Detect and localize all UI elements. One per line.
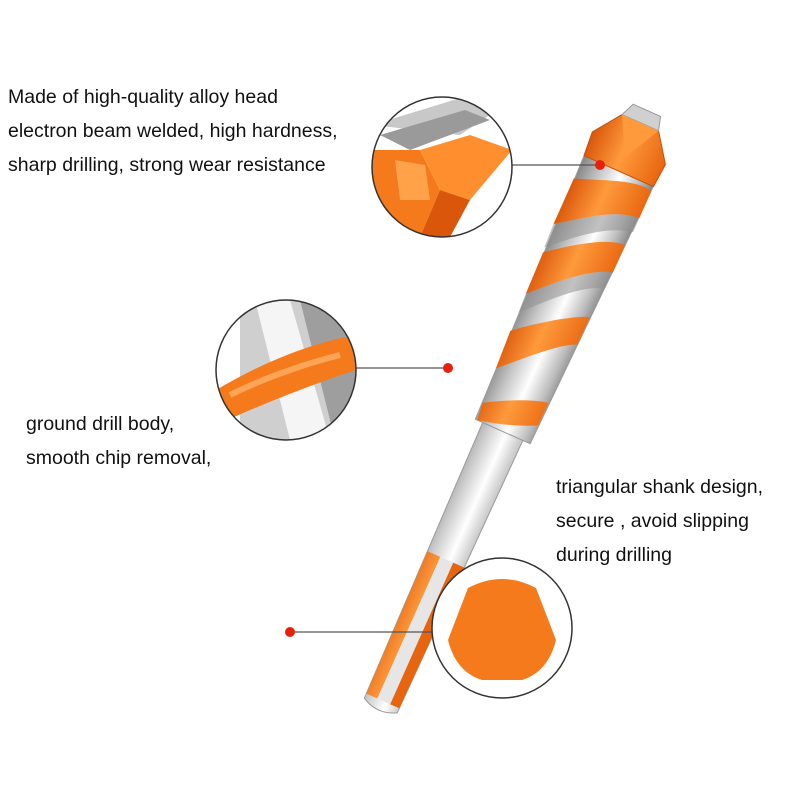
marker-shank xyxy=(285,627,295,637)
flute-shadow xyxy=(544,214,640,248)
zoom-circle-head xyxy=(371,96,513,238)
callout-line: Made of high-quality alloy head xyxy=(8,86,278,108)
callout-line: sharp drilling, strong wear resistance xyxy=(8,154,326,176)
callout-head-text: Made of high-quality alloy head electron… xyxy=(8,80,338,182)
callout-body-text: ground drill body, smooth chip removal, xyxy=(26,407,211,475)
marker-head xyxy=(595,160,605,170)
callout-line: smooth chip removal, xyxy=(26,447,212,469)
drill-bit xyxy=(363,103,666,714)
callout-line: ground drill body, xyxy=(26,413,175,435)
callout-shank-text: triangular shank design, secure , avoid … xyxy=(556,470,763,572)
zoom-circle-shank xyxy=(431,557,573,699)
zoom-circle-body xyxy=(215,299,357,441)
flute-stripe xyxy=(477,400,549,426)
shank-orange-face xyxy=(366,551,441,699)
drill-tip-face xyxy=(621,114,659,158)
flute-stripe xyxy=(553,178,652,225)
flute-shadow xyxy=(518,271,613,313)
flute-stripe xyxy=(525,241,626,294)
callout-line: electron beam welded, high hardness, xyxy=(8,120,338,142)
shank-flat xyxy=(377,556,454,705)
callout-line: during drilling xyxy=(556,544,672,566)
triangular-shank-icon xyxy=(448,579,556,680)
flute-stripe xyxy=(495,316,590,369)
marker-body xyxy=(443,363,453,373)
callout-line: secure , avoid slipping xyxy=(556,510,749,532)
callout-line: triangular shank design, xyxy=(556,476,764,498)
